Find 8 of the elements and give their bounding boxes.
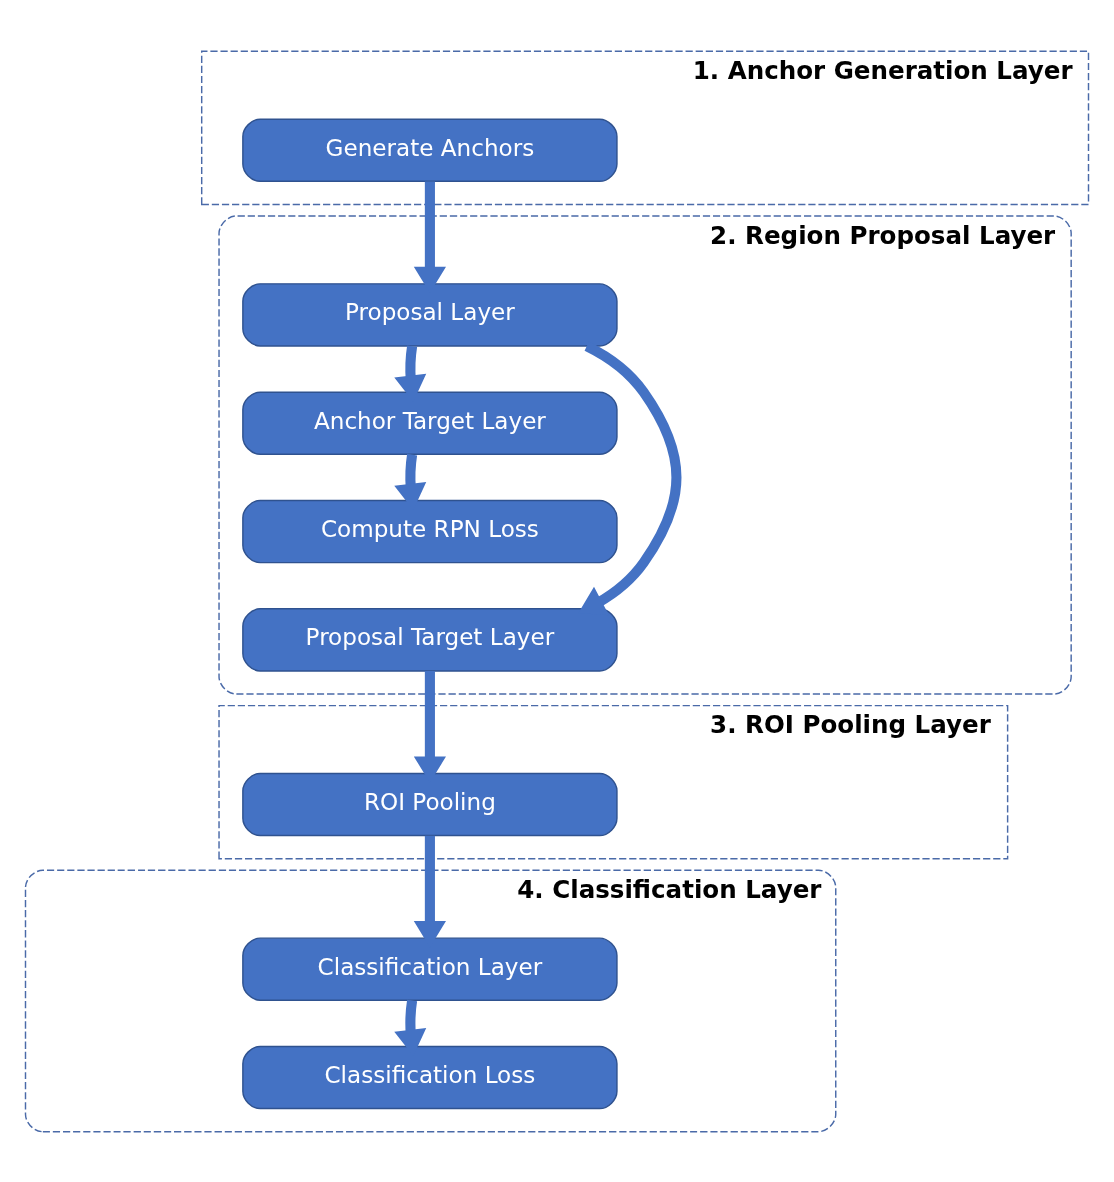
node-box: Classification Loss xyxy=(242,1045,618,1109)
node-box: Anchor Target Layer xyxy=(242,390,618,455)
node-box: Compute RPN Loss xyxy=(242,499,618,563)
node-box: Proposal Layer xyxy=(242,282,618,347)
node-box: Proposal Target Layer xyxy=(242,607,618,672)
node-box: Classification Layer xyxy=(242,936,618,1001)
node-box: Generate Anchors xyxy=(242,118,618,182)
node-box: ROI Pooling xyxy=(242,772,618,836)
